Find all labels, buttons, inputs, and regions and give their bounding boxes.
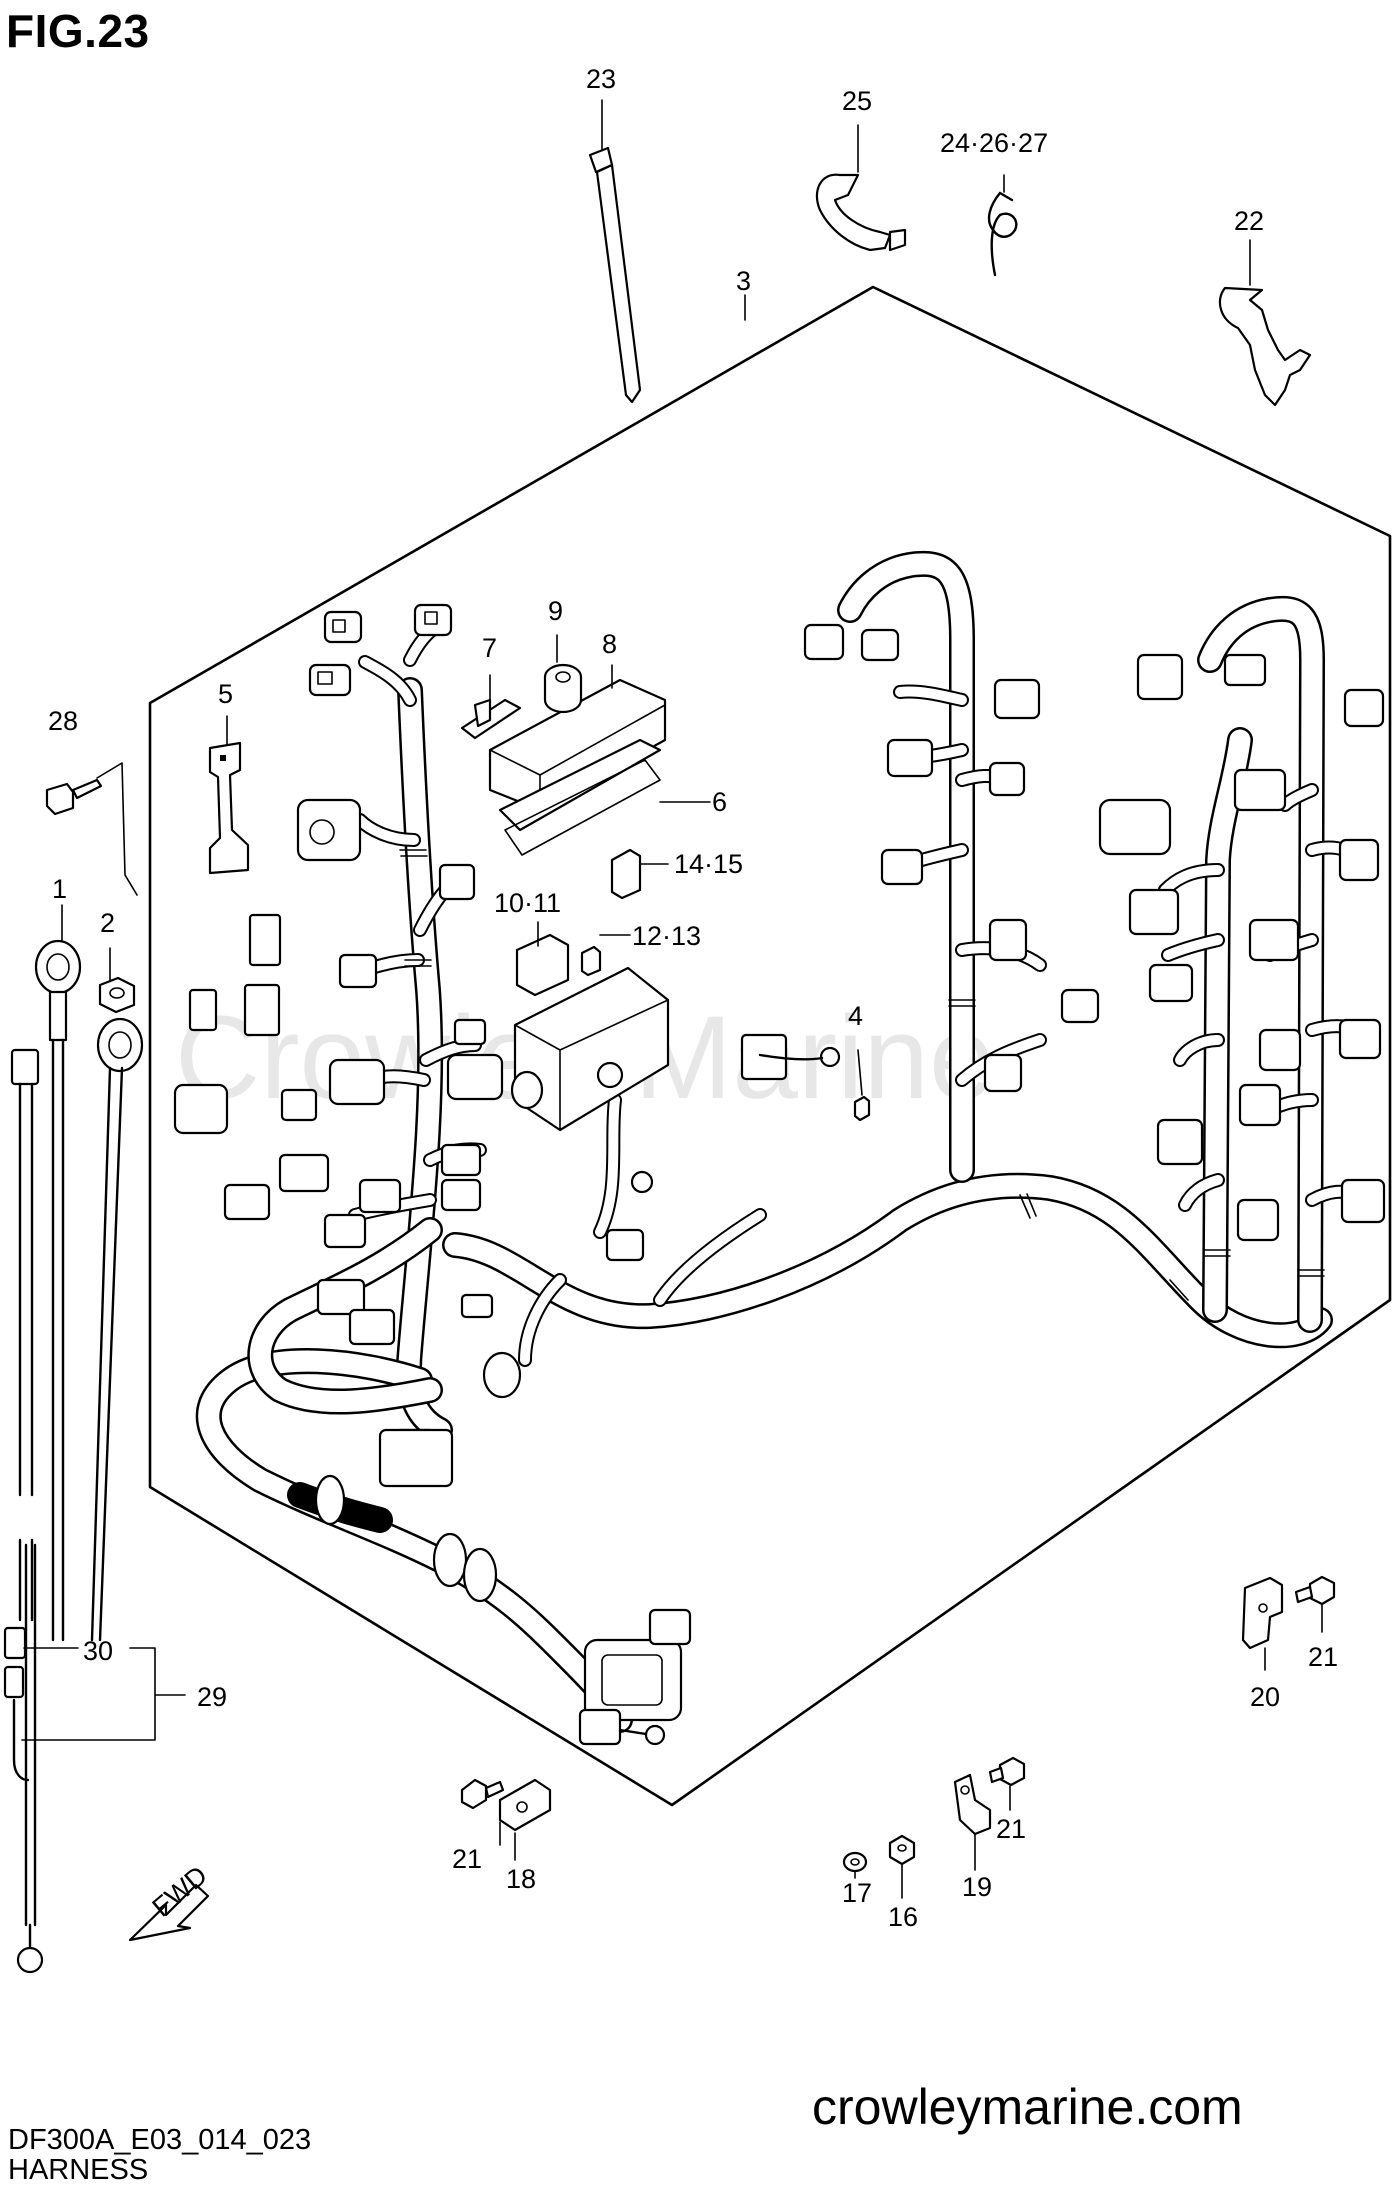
- callout-28: 28: [48, 706, 78, 736]
- cable-tie-23: [588, 146, 642, 404]
- website-footer: crowleymarine.com: [812, 2079, 1243, 2135]
- harness-tape-bands: [399, 849, 1325, 1301]
- battery-cable-ring: [90, 1017, 144, 1642]
- callout-22: 22: [1234, 206, 1264, 236]
- bracket-19: [953, 1773, 992, 1836]
- fuse-box-gasket: [504, 759, 661, 856]
- relay-10-11: [515, 933, 570, 997]
- corrugated-sleeve: [287, 1474, 498, 1603]
- callout-labels: 1 2 3 4 5 6 7 8 9 10·11 12·13 14·15 16 1…: [48, 64, 1338, 1932]
- bracket-20: [1241, 1576, 1284, 1650]
- callout-29: 29: [197, 1682, 227, 1712]
- callout-24-26-27: 24·26·27: [940, 128, 1048, 158]
- leaders-29-30: [21, 1647, 186, 1741]
- callout-5: 5: [218, 679, 233, 709]
- assembly-outline: [148, 285, 1392, 1807]
- figure-title: FIG.23: [6, 5, 150, 57]
- callout-1: 1: [52, 874, 67, 904]
- callout-7: 7: [482, 633, 497, 663]
- ring-terminals-harness: [482, 1046, 841, 1746]
- callout-19: 19: [962, 1872, 992, 1902]
- fuse-holder-cable-29: [3, 1543, 44, 1974]
- model-code: DF300A_E03_014_023: [8, 2124, 312, 2156]
- callout-21-right: 21: [1308, 1642, 1338, 1672]
- battery-cable-loose: [10, 1048, 40, 1622]
- forward-arrow: FWD: [128, 1860, 213, 1942]
- fuse-4: [853, 1095, 871, 1122]
- bolt-21-right: [1294, 1575, 1336, 1606]
- callout-17: 17: [842, 1878, 872, 1908]
- clamp-22: [1218, 286, 1312, 407]
- callout-9: 9: [548, 596, 563, 626]
- callout-23: 23: [586, 64, 616, 94]
- washer-17: [842, 1851, 868, 1873]
- callout-10-11: 10·11: [494, 888, 561, 918]
- callout-4: 4: [848, 1001, 863, 1031]
- callout-2: 2: [100, 908, 115, 938]
- battery-cable-1: [34, 939, 82, 1642]
- fuse-box-cover: [488, 678, 667, 832]
- bolt-28: [45, 778, 103, 816]
- fuse-12-13: [580, 945, 602, 977]
- bolt-21-middle: [988, 1756, 1026, 1787]
- callout-14-15: 14·15: [674, 849, 743, 879]
- fuse-14-15: [610, 848, 642, 900]
- fuse-box-body: [510, 966, 670, 1132]
- grommet-9: [543, 663, 583, 714]
- callout-6: 6: [712, 787, 727, 817]
- nut-16: [888, 1834, 916, 1866]
- callout-leaders: [61, 99, 1323, 1899]
- bolt-21-left: [460, 1778, 505, 1810]
- clip-24-26-27: [987, 191, 1018, 277]
- nut-2: [98, 976, 136, 1014]
- bracket-18: [498, 1778, 552, 1832]
- callout-30: 30: [83, 1636, 113, 1666]
- callout-21-left: 21: [452, 1844, 482, 1874]
- callout-3: 3: [736, 266, 751, 296]
- leader-28: [96, 762, 138, 896]
- callout-8: 8: [602, 629, 617, 659]
- callout-12-13: 12·13: [632, 921, 701, 951]
- callout-20: 20: [1250, 1682, 1280, 1712]
- callout-21-middle: 21: [996, 1814, 1026, 1844]
- clamp-25: [815, 173, 907, 252]
- pad-5: [208, 741, 250, 875]
- callout-16: 16: [888, 1902, 918, 1932]
- main-harness-trunk: [195, 550, 1333, 1733]
- callout-18: 18: [506, 1864, 536, 1894]
- page-name: HARNESS: [8, 2154, 149, 2186]
- clip-7: [460, 698, 522, 740]
- callout-25: 25: [842, 86, 872, 116]
- harness-connectors: [173, 603, 1386, 1746]
